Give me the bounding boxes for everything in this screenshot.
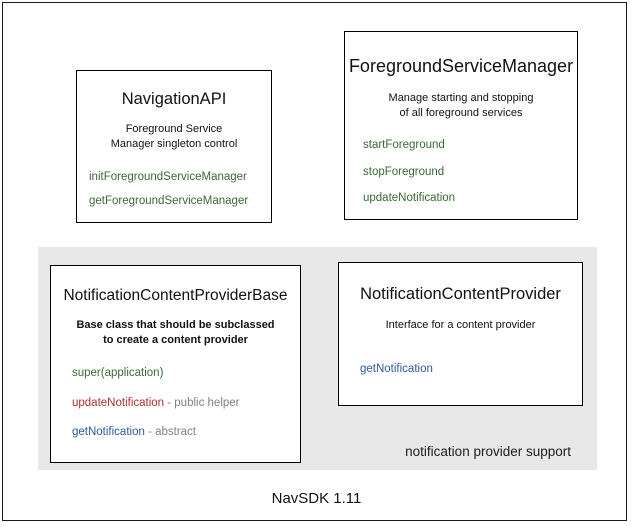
card-member-list: getNotification [339, 362, 582, 376]
member-note: - abstract [144, 426, 197, 438]
member-row: getNotification - abstract [72, 425, 300, 439]
member-row: initForegroundServiceManager [89, 170, 271, 184]
card-foreground-service-manager[interactable]: ForegroundServiceManager Manage starting… [344, 31, 578, 220]
member-name: updateNotification [72, 396, 165, 409]
member-row: super(application) [72, 366, 300, 380]
card-description: Manage starting and stopping of all fore… [345, 91, 577, 120]
card-description-line: Foreground Service [125, 123, 223, 135]
member-row: updateNotification [363, 191, 577, 205]
card-description: Base class that should be subclassed to … [51, 318, 300, 347]
card-notification-content-provider-base[interactable]: NotificationContentProviderBase Base cla… [50, 265, 301, 463]
card-title: ForegroundServiceManager [348, 56, 574, 76]
card-member-list: super(application) updateNotification - … [51, 366, 300, 439]
card-navigation-api[interactable]: NavigationAPI Foreground Service Manager… [76, 70, 272, 223]
member-name: getNotification [360, 362, 433, 375]
member-row: updateNotification - public helper [72, 396, 300, 410]
card-notification-content-provider[interactable]: NotificationContentProvider Interface fo… [338, 262, 583, 406]
card-description-line: Manager singleton control [110, 137, 238, 150]
member-row: getForegroundServiceManager [89, 194, 271, 208]
card-title: NotificationContentProviderBase [63, 287, 288, 304]
card-title: NavigationAPI [121, 90, 227, 108]
card-description: Foreground Service Manager singleton con… [77, 122, 271, 151]
card-member-list: initForegroundServiceManager getForegrou… [77, 170, 271, 208]
card-member-list: startForeground stopForeground updateNot… [345, 138, 577, 205]
group-label: notification provider support [405, 444, 571, 459]
member-name: initForegroundServiceManager [89, 171, 247, 184]
diagram-footer-version: NavSDK 1.11 [271, 490, 362, 507]
card-description-line: of all foreground services [399, 106, 523, 119]
member-name: stopForeground [363, 165, 445, 178]
card-description-line: Manage starting and stopping [388, 92, 534, 104]
card-description-line: Interface for a content provider [385, 319, 536, 331]
card-title: NotificationContentProvider [360, 285, 561, 303]
card-description: Interface for a content provider [339, 318, 582, 333]
card-description-line: Base class that should be subclassed [76, 319, 275, 331]
member-name: getForegroundServiceManager [89, 194, 249, 207]
member-row: getNotification [360, 362, 582, 376]
member-row: startForeground [363, 138, 577, 152]
member-name: super(application) [72, 367, 164, 380]
member-name: updateNotification [363, 192, 456, 204]
diagram-outer-frame [2, 2, 627, 521]
card-description-line: to create a content provider [103, 333, 248, 346]
member-note: - public helper [164, 396, 240, 409]
member-row: stopForeground [363, 165, 577, 179]
member-name: getNotification [72, 426, 145, 438]
member-name: startForeground [363, 139, 445, 152]
